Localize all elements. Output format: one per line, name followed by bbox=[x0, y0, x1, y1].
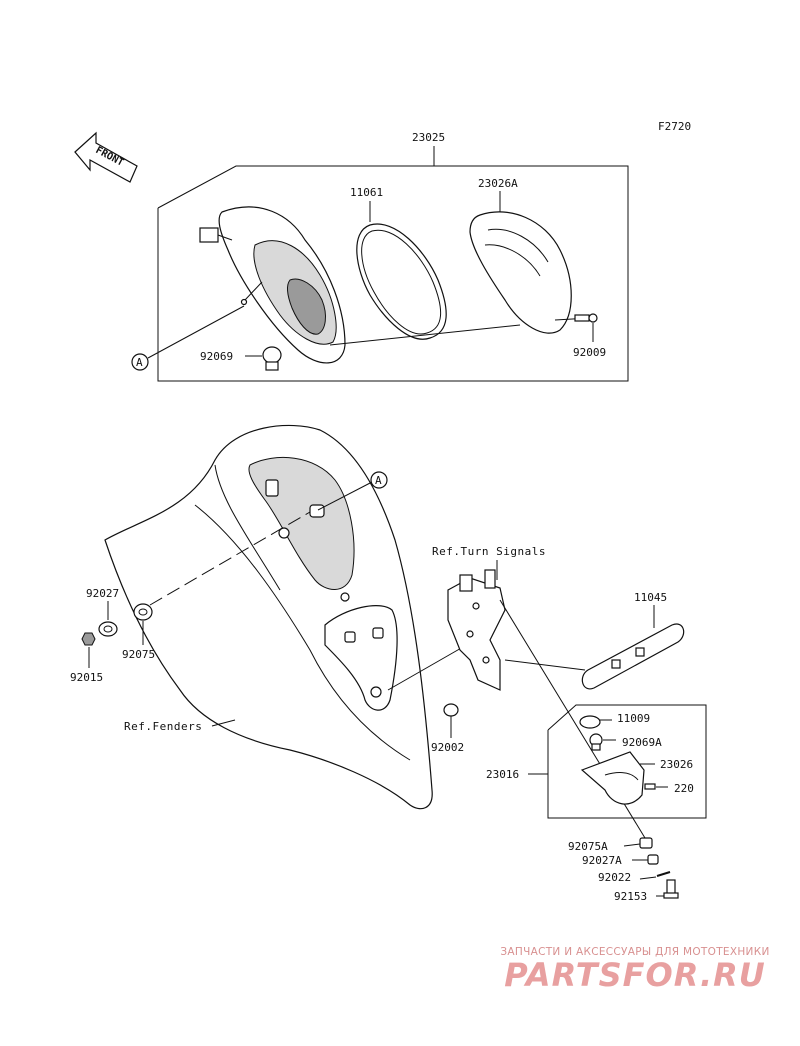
tail-bulb bbox=[262, 346, 282, 371]
front-arrow-icon: FRONT bbox=[74, 131, 138, 183]
gasket-number: 11061 bbox=[350, 186, 383, 199]
license-bulb bbox=[589, 733, 603, 751]
license-lamp-number: 23026 bbox=[660, 758, 693, 771]
watermark-logo: PARTSFOR.RU bbox=[504, 956, 766, 994]
license-plate-bracket bbox=[581, 623, 685, 690]
callout-a-fender bbox=[370, 471, 388, 489]
ref-turn-signals: Ref.Turn Signals bbox=[432, 545, 546, 558]
lamp-screw bbox=[644, 783, 656, 790]
license-bulb-number: 92069A bbox=[622, 736, 662, 749]
lens-number: 23026A bbox=[478, 177, 518, 190]
clip-92002 bbox=[443, 703, 459, 717]
nut-left-number: 92015 bbox=[70, 671, 103, 684]
gasket-small-number: 11009 bbox=[617, 712, 650, 725]
grommet-92027A bbox=[647, 854, 659, 865]
collar-bottom-number: 92075A bbox=[568, 840, 608, 853]
collar-left-number: 92075 bbox=[122, 648, 155, 661]
bolt-number: 92153 bbox=[614, 890, 647, 903]
grommet-bottom-number: 92027A bbox=[582, 854, 622, 867]
washer-92022 bbox=[656, 871, 671, 877]
lens-screw-number: 92009 bbox=[573, 346, 606, 359]
callout-a-fender-letter: A bbox=[375, 474, 382, 487]
ref-fenders: Ref.Fenders bbox=[124, 720, 202, 733]
nut-92015 bbox=[81, 632, 96, 646]
taillight-group-number: 23025 bbox=[412, 131, 445, 144]
rear-fender bbox=[104, 424, 433, 810]
bolt-92153 bbox=[663, 879, 679, 899]
gasket-ring bbox=[356, 223, 447, 340]
watermark: ЗАПЧАСТИ И АКСЕССУАРЫ ДЛЯ МОТОТЕХНИКИ PA… bbox=[470, 946, 800, 994]
license-bracket-mount bbox=[447, 569, 506, 691]
taillight-housing bbox=[199, 206, 346, 364]
gasket-11009 bbox=[579, 715, 601, 729]
collar-92075A bbox=[639, 837, 653, 849]
lamp-screw-number: 220 bbox=[674, 782, 694, 795]
license-light-group-number: 23016 bbox=[486, 768, 519, 781]
watermark-caption: ЗАПЧАСТИ И АКСЕССУАРЫ ДЛЯ МОТОТЕХНИКИ bbox=[500, 946, 770, 958]
washer-number: 92022 bbox=[598, 871, 631, 884]
license-light-group-frame bbox=[528, 704, 707, 819]
license-lamp bbox=[580, 751, 645, 805]
clip-number: 92002 bbox=[431, 741, 464, 754]
diagram-code: F2720 bbox=[658, 120, 691, 133]
collar-92075 bbox=[133, 603, 153, 621]
grommet-92027 bbox=[98, 621, 118, 637]
bracket-number: 11045 bbox=[634, 591, 667, 604]
callout-a-top-letter: A bbox=[136, 356, 143, 369]
tail-lens bbox=[469, 211, 572, 334]
grommet-left-number: 92027 bbox=[86, 587, 119, 600]
lens-screw bbox=[554, 313, 598, 323]
tail-bulb-number: 92069 bbox=[200, 350, 233, 363]
callout-a-top bbox=[131, 353, 149, 371]
